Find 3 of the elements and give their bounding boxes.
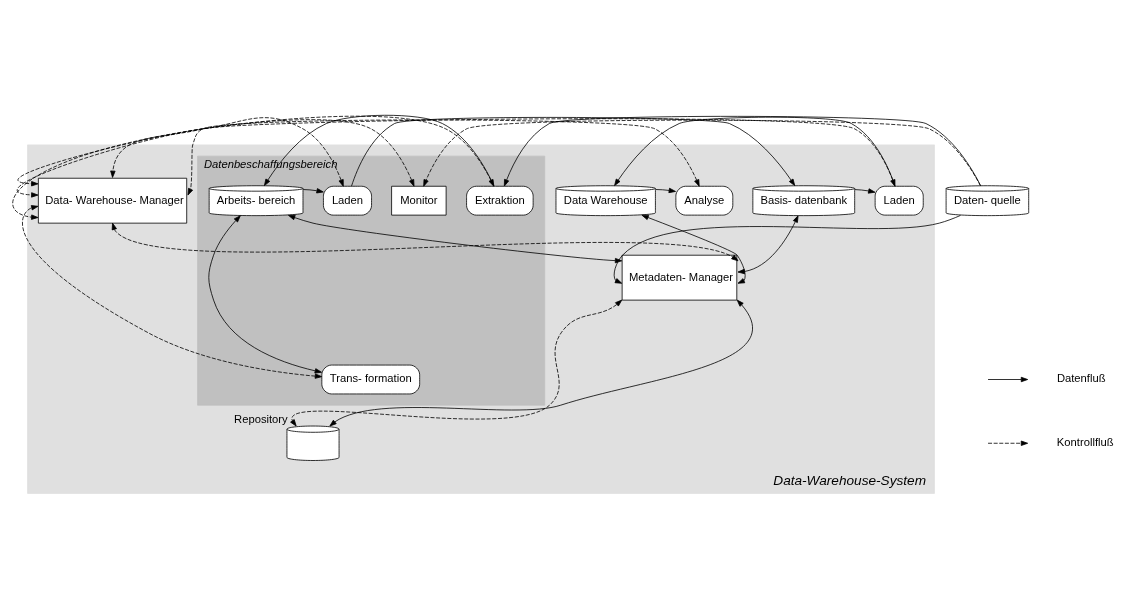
legend-label: Datenfluß [1056,372,1106,385]
node-label: Repository [234,412,288,425]
legend-label: Kontrollfluß [1056,436,1114,449]
